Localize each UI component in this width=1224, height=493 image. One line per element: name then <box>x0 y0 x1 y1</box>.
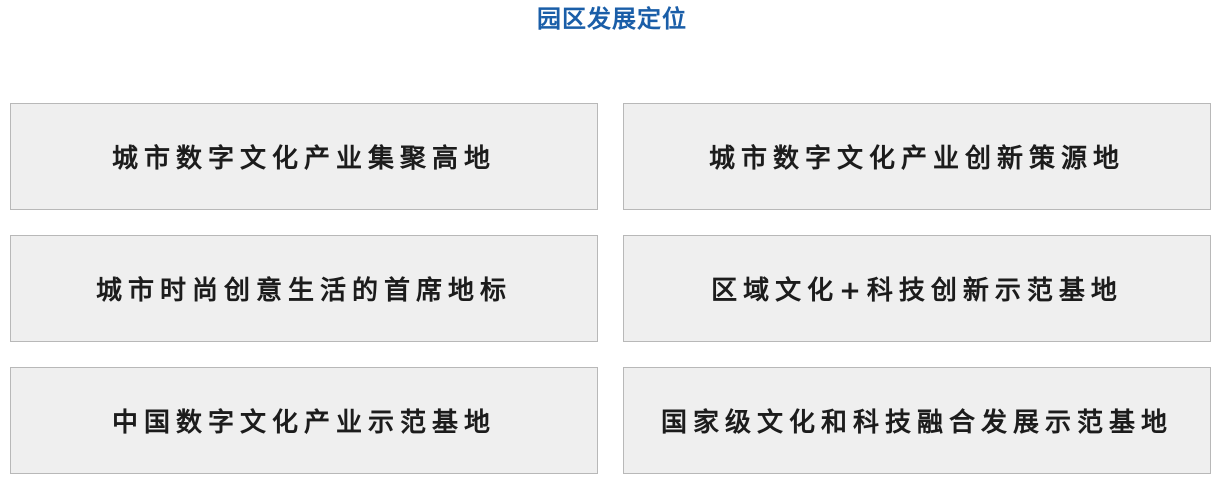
position-card: 城市数字文化产业创新策源地 <box>623 103 1211 210</box>
position-card: 区域文化+科技创新示范基地 <box>623 235 1211 342</box>
position-label: 区域文化+科技创新示范基地 <box>711 276 1123 306</box>
position-label: 城市数字文化产业集聚高地 <box>111 144 496 174</box>
position-label: 国家级文化和科技融合发展示范基地 <box>660 408 1173 438</box>
position-label: 城市时尚创意生活的首席地标 <box>95 276 512 306</box>
position-label: 中国数字文化产业示范基地 <box>111 408 496 438</box>
position-card: 中国数字文化产业示范基地 <box>10 367 598 474</box>
position-card: 城市数字文化产业集聚高地 <box>10 103 598 210</box>
page-title: 园区发展定位 <box>537 5 687 33</box>
position-label: 城市数字文化产业创新策源地 <box>708 144 1125 174</box>
position-card: 城市时尚创意生活的首席地标 <box>10 235 598 342</box>
position-card: 国家级文化和科技融合发展示范基地 <box>623 367 1211 474</box>
